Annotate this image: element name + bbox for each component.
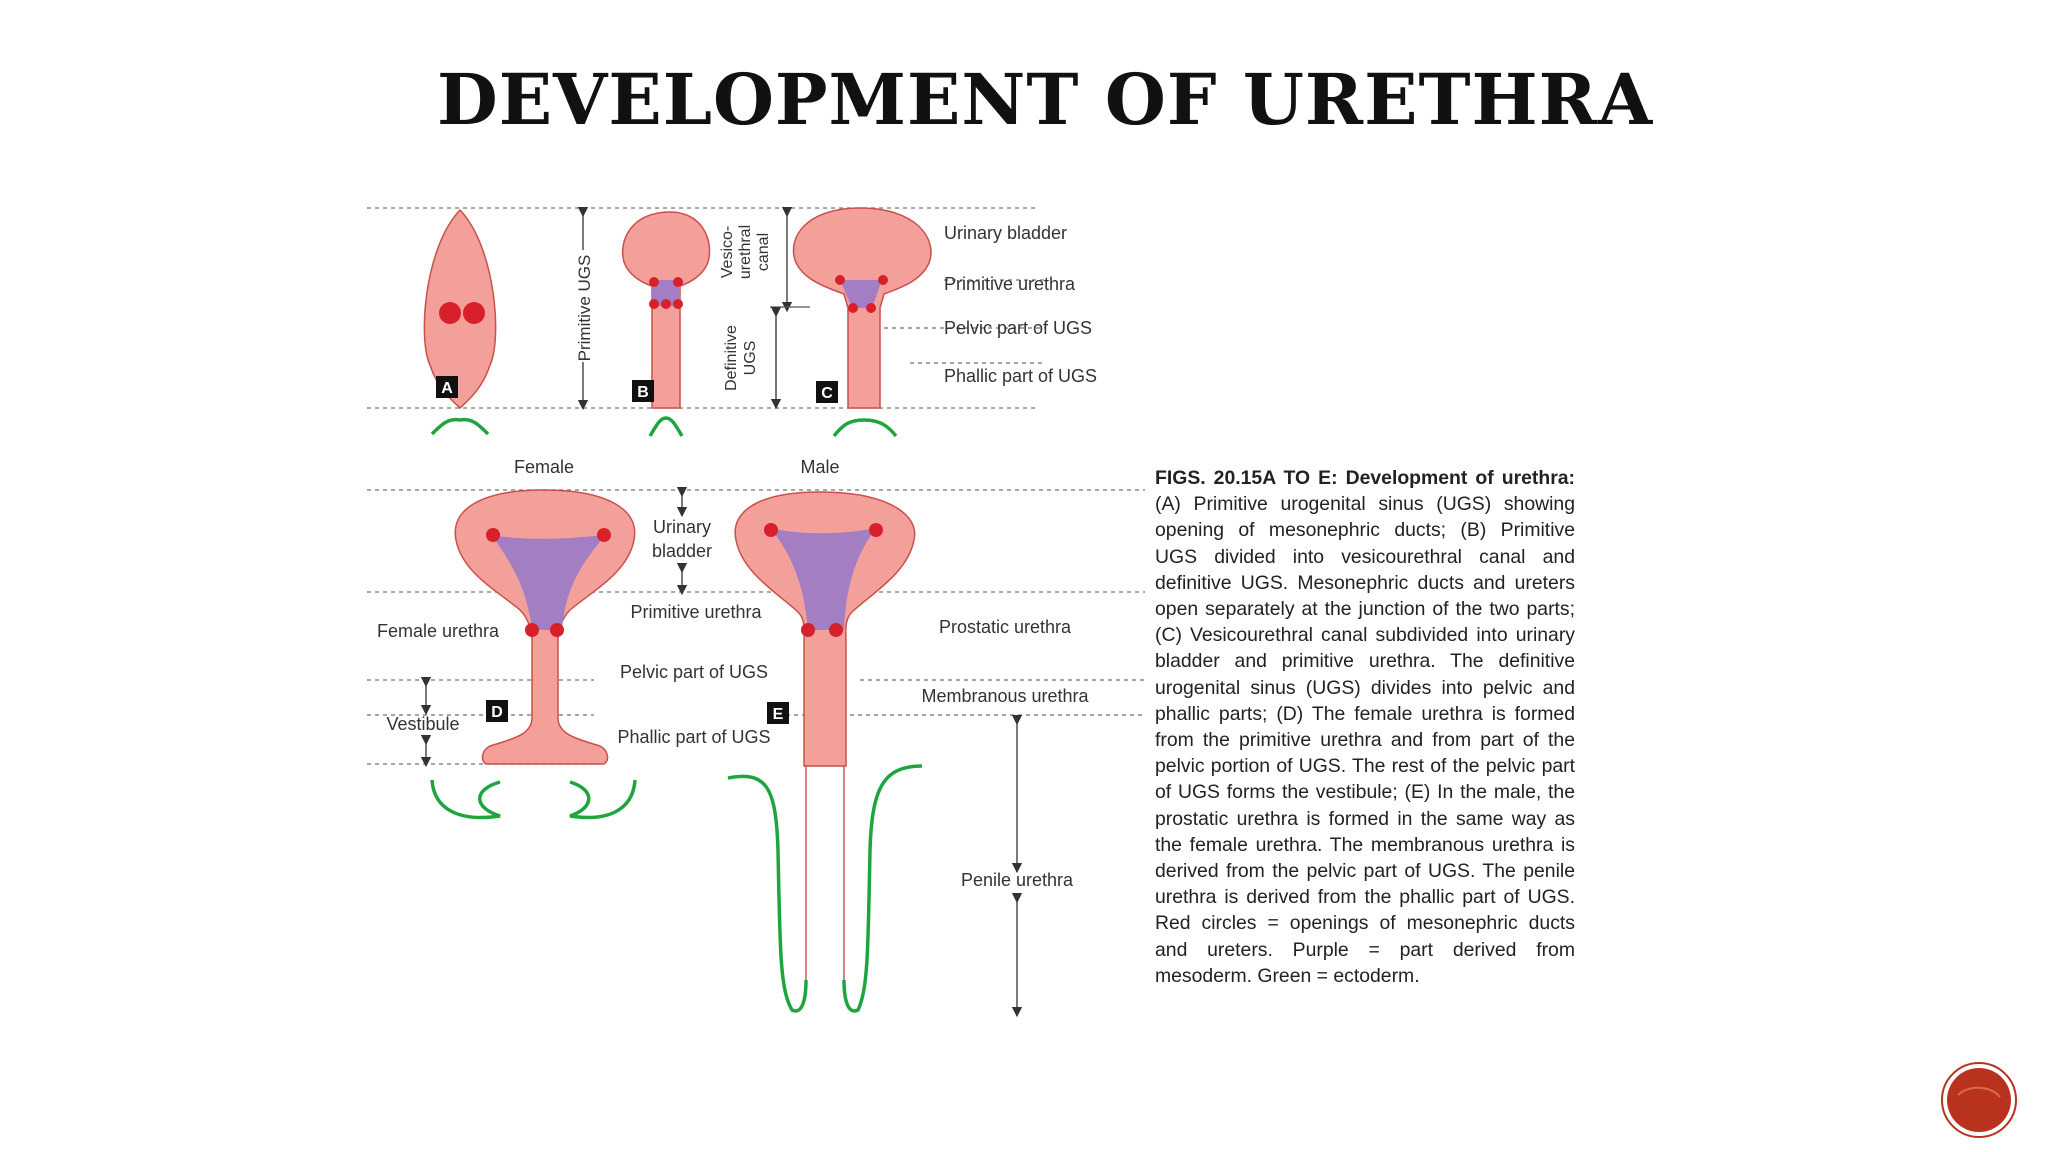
panel-letter-box: [767, 702, 789, 724]
caption-lead: FIGS. 20.15A TO E: Development of urethr…: [1155, 467, 1575, 489]
label-penile-urethra: Penile urethra: [961, 870, 1074, 890]
heading-male: Male: [800, 457, 839, 477]
duct-opening: [661, 299, 671, 309]
duct-opening: [550, 623, 564, 637]
duct-opening: [878, 275, 888, 285]
label-vesicourethral-2: urethral: [737, 225, 754, 279]
duct-opening: [764, 523, 778, 537]
duct-opening: [801, 623, 815, 637]
duct-opening: [597, 528, 611, 542]
panel-b: B: [622, 211, 711, 437]
panel-c-labels: Urinary bladder Primitive urethra Pelvic…: [944, 223, 1097, 386]
panel-d: D: [430, 489, 637, 820]
duct-opening: [486, 528, 500, 542]
mesoderm-patch: [492, 535, 605, 630]
label-definitive-1: Definitive: [723, 325, 740, 391]
slide-title: DEVELOPMENT OF URETHRA: [437, 58, 1654, 141]
mesoderm-patch: [840, 280, 882, 308]
caption-body: (A) Primitive urogenital sinus (UGS) sho…: [1155, 493, 1575, 987]
duct-opening: [463, 302, 485, 324]
label-bladder: bladder: [652, 541, 712, 561]
duct-opening: [866, 303, 876, 313]
panel-c: C: [792, 207, 932, 438]
duct-opening: [649, 277, 659, 287]
panel-letter-box: [632, 380, 654, 402]
urethra-development-diagram: A Primitive UGS B Vesico- urethral canal…: [367, 206, 1145, 1018]
ectoderm-curve-right: [569, 779, 637, 820]
label-vestibule: Vestibule: [386, 714, 459, 734]
panel-letter-a: A: [441, 380, 453, 397]
label-vesicourethral-1: Vesico-: [719, 226, 736, 278]
mesoderm-patch: [770, 528, 876, 630]
panel-letter-box: [486, 700, 508, 722]
duct-opening: [649, 299, 659, 309]
ectoderm-curve: [430, 417, 490, 436]
label-primitive-ugs: Primitive UGS: [575, 255, 594, 362]
duct-opening: [869, 523, 883, 537]
upper-guide-lines: [367, 207, 1045, 409]
label-phallic-part-d: Phallic part of UGS: [617, 727, 770, 747]
ectoderm-curve: [832, 418, 898, 438]
duct-opening: [673, 277, 683, 287]
mesoderm-patch: [652, 280, 680, 306]
label-membranous-urethra: Membranous urethra: [921, 686, 1089, 706]
ectoderm-curve: [648, 416, 684, 437]
label-primitive-urethra: Primitive urethra: [944, 274, 1076, 294]
ectoderm-penile-right: [842, 764, 923, 1013]
duct-opening: [673, 299, 683, 309]
panel-letter-box: [816, 381, 838, 403]
panel-letter-e: E: [773, 706, 784, 723]
heading-female: Female: [514, 457, 574, 477]
slide-badge-icon[interactable]: [1940, 1061, 2018, 1139]
panel-letter-b: B: [637, 384, 649, 401]
label-pelvic-part-d: Pelvic part of UGS: [620, 662, 768, 682]
label-phallic-part: Phallic part of UGS: [944, 366, 1097, 386]
label-female-urethra: Female urethra: [377, 621, 500, 641]
vesicourethral-canal-shape: [622, 211, 711, 409]
label-prostatic-urethra: Prostatic urethra: [939, 617, 1072, 637]
label-vesicourethral-3: canal: [755, 233, 772, 271]
panel-letter-d: D: [491, 704, 503, 721]
label-primitive-urethra-d: Primitive urethra: [630, 602, 762, 622]
duct-opening: [525, 623, 539, 637]
duct-opening: [439, 302, 461, 324]
label-urinary-bladder: Urinary bladder: [944, 223, 1067, 243]
primitive-ugs-dimension: Primitive UGS: [575, 206, 594, 411]
label-pelvic-part: Pelvic part of UGS: [944, 318, 1092, 338]
label-urinary: Urinary: [653, 517, 711, 537]
panel-e: E: [727, 491, 923, 1013]
ectoderm-curve-left: [430, 779, 501, 820]
panel-b-dimension-labels: Vesico- urethral canal Definitive UGS: [719, 206, 810, 410]
panel-e-labels: Prostatic urethra Membranous urethra Pen…: [921, 617, 1090, 1018]
duct-opening: [848, 303, 858, 313]
ectoderm-penile-left: [727, 774, 808, 1013]
panel-letter-c: C: [821, 385, 833, 402]
label-definitive-2: UGS: [742, 341, 759, 376]
duct-opening: [835, 275, 845, 285]
panel-a: A: [423, 208, 497, 436]
panel-letter-box: [436, 376, 458, 398]
figure-caption: FIGS. 20.15A TO E: Development of urethr…: [1155, 465, 1575, 989]
panel-d-labels: Urinary bladder Primitive urethra Female…: [377, 486, 771, 768]
duct-opening: [829, 623, 843, 637]
